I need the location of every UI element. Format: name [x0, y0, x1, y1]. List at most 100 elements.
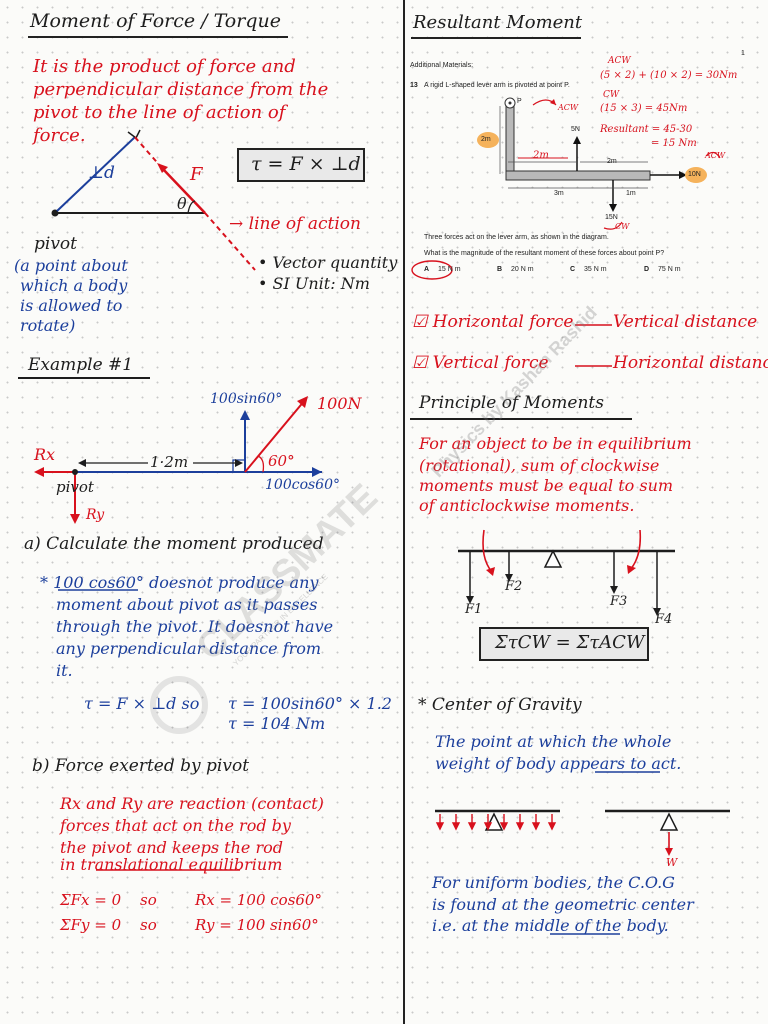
- weight-w-label: W: [666, 856, 678, 869]
- eq-fy: ΣFy = 0: [60, 916, 122, 934]
- question-a: a) Calculate the moment produced: [24, 534, 324, 554]
- option-a-letter: A: [424, 266, 430, 273]
- example-title: Example #1: [28, 355, 134, 375]
- vertical-component-label: 100sin60°: [210, 391, 283, 407]
- note-a-line-3: through the pivot. It doesnot have: [56, 617, 334, 636]
- note-a-line-1: * 100 cos60° doesnot produce any: [40, 573, 319, 592]
- acw-calc: (5 × 2) + (10 × 2) = 30Nm: [600, 70, 738, 81]
- acw-heading: ACW: [608, 56, 631, 66]
- watermark-logo-icon: [150, 676, 208, 734]
- red-2m-label: 2m: [533, 150, 549, 161]
- eq-rx: Rx = 100 cos60°: [195, 891, 322, 909]
- vertical-2m-label: 2m: [481, 136, 491, 143]
- pivot-label: pivot: [34, 234, 77, 254]
- option-c-letter: C: [570, 266, 576, 273]
- point-p-label: P: [517, 98, 522, 105]
- question-figure: Additional Materials: 1 13 A rigid L-sha…: [408, 40, 745, 280]
- lever-diagram: [411, 97, 721, 280]
- bullet-si-unit: • SI Unit: Nm: [258, 274, 370, 293]
- force-f1-label: F1: [465, 602, 483, 617]
- note-b-line-4: in translational equilibrium: [60, 855, 283, 874]
- force-10n-label: 10N: [688, 171, 701, 178]
- check-horizontal-distance: Horizontal distance: [613, 353, 768, 373]
- resultant-calc: Resultant = 45-30: [600, 124, 693, 135]
- page-number: 1: [741, 50, 745, 57]
- pivot-note-3: is allowed to: [20, 296, 123, 315]
- note-b-line-1: Rx and Ry are reaction (contact): [60, 794, 324, 813]
- horizontal-1m-label: 1m: [626, 190, 636, 197]
- eq-fx: ΣFx = 0: [60, 891, 122, 909]
- angle-theta-label: θ: [177, 194, 187, 213]
- eq-ry: Ry = 100 sin60°: [195, 916, 319, 934]
- pivot-note-4: rotate): [20, 316, 76, 335]
- principle-equation: ΣτCW = ΣτACW: [495, 632, 645, 653]
- acw-small-label: ACW: [705, 151, 726, 160]
- angle-60-label: 60°: [268, 452, 295, 470]
- pivot-note-2: which a body: [20, 276, 128, 295]
- definition-line-4: force.: [33, 125, 86, 146]
- acw-top-label: ACW: [558, 103, 579, 112]
- option-c-value: 35 N m: [584, 266, 607, 273]
- note-a-line-2: moment about pivot as it passes: [56, 595, 318, 614]
- question-ask: What is the magnitude of the resultant m…: [424, 250, 665, 257]
- ry-label: Ry: [86, 507, 105, 523]
- uniform-line-3: i.e. at the middle of the body.: [432, 916, 669, 935]
- title-underline: [28, 36, 288, 38]
- perp-distance-label: ⊥d: [88, 163, 115, 183]
- option-a-value: 15 N m: [438, 266, 461, 273]
- option-b-value: 20 N m: [511, 266, 534, 273]
- bullet-vector: • Vector quantity: [258, 253, 398, 272]
- definition-line-1: It is the product of force and: [33, 56, 296, 77]
- rx-label: Rx: [34, 445, 56, 464]
- definition-line-2: perpendicular distance from the: [33, 79, 329, 100]
- torque-formula: τ = F × ⊥d: [251, 153, 361, 175]
- principle-title: Principle of Moments: [419, 393, 604, 413]
- calc-result: τ = 104 Nm: [228, 714, 326, 733]
- note-a-line-5: it.: [56, 661, 73, 680]
- force-f-label: F: [190, 164, 203, 185]
- principle-line-2: (rotational), sum of clockwise: [419, 456, 660, 475]
- note-b-line-3: the pivot and keeps the rod: [60, 838, 283, 857]
- resultant-underline: [411, 37, 581, 39]
- distance-label: 1·2m: [150, 453, 189, 471]
- line-of-action-label: → line of action: [229, 214, 361, 234]
- note-a-line-4: any perpendicular distance from: [56, 639, 322, 658]
- horizontal-component-label: 100cos60°: [265, 477, 340, 493]
- torque-formula-box: τ = F × ⊥d: [237, 148, 365, 182]
- cw-small-label: CW: [615, 222, 630, 231]
- section-title-resultant: Resultant Moment: [413, 12, 583, 33]
- note-b-line-2: forces that act on the rod by: [60, 816, 291, 835]
- force-f2-label: F2: [505, 579, 523, 594]
- option-d-letter: D: [644, 266, 650, 273]
- cog-title: * Center of Gravity: [418, 695, 582, 715]
- force-f4-label: F4: [655, 612, 673, 627]
- cog-line-1: The point at which the whole: [435, 732, 672, 751]
- uniform-line-1: For uniform bodies, the C.O.G: [432, 873, 675, 892]
- horizontal-3m-label: 3m: [554, 190, 564, 197]
- check-vertical-distance: Vertical distance: [613, 312, 758, 332]
- principle-line-4: of anticlockwise moments.: [419, 496, 635, 515]
- check-vertical-force: ☑ Vertical force: [412, 353, 549, 373]
- cog-line-2: weight of body appears to act.: [435, 754, 682, 773]
- resultant-value: = 15 Nm: [651, 138, 697, 149]
- additional-materials: Additional Materials:: [410, 62, 474, 69]
- option-d-value: 75 N m: [658, 266, 681, 273]
- force-100n-label: 100N: [317, 394, 362, 413]
- cw-calc: (15 × 3) = 45Nm: [600, 103, 688, 114]
- horizontal-2m-label: 2m: [607, 158, 617, 165]
- question-b: b) Force exerted by pivot: [32, 756, 250, 776]
- check-horizontal-force: ☑ Horizontal force: [412, 312, 574, 332]
- principle-equation-box: ΣτCW = ΣτACW: [479, 627, 649, 661]
- calc-step: τ = 100sin60° × 1.2: [228, 694, 392, 713]
- force-f3-label: F3: [610, 594, 628, 609]
- eq-fy-so: so: [140, 916, 157, 934]
- cw-heading: CW: [603, 90, 620, 100]
- principle-line-1: For an object to be in equilibrium: [419, 434, 692, 453]
- figure-caption: Three forces act on the lever arm, as sh…: [424, 234, 609, 241]
- option-b-letter: B: [497, 266, 503, 273]
- uniform-line-2: is found at the geometric center: [432, 895, 694, 914]
- force-5n-label: 5N: [571, 126, 580, 133]
- pivot-note-1: (a point about: [14, 256, 128, 275]
- definition-line-3: pivot to the line of action of: [33, 102, 286, 123]
- column-divider: [403, 0, 405, 1024]
